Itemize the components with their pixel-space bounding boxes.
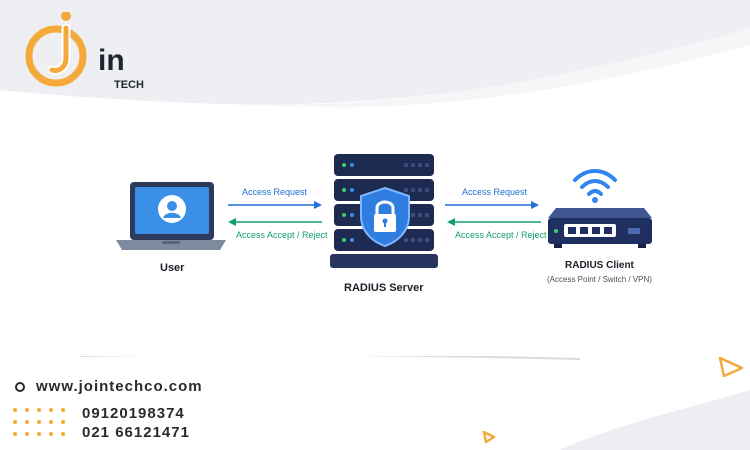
router-icon [548, 208, 652, 248]
left-response-label: Access Accept / Reject [236, 230, 328, 240]
logo-mark-icon [25, 11, 87, 87]
footer-background [0, 356, 750, 450]
logo-text: in [98, 44, 125, 77]
header-background [0, 0, 750, 108]
wifi-icon [573, 169, 617, 203]
left-request-label: Access Request [242, 187, 308, 197]
logo-subtext: TECH [114, 79, 144, 91]
client-label: RADIUS Client [565, 260, 634, 271]
user-label: User [160, 262, 185, 274]
right-request-arrow [445, 201, 539, 209]
user-avatar-icon [158, 195, 186, 223]
right-response-label: Access Accept / Reject [455, 230, 547, 240]
dot-grid-icon [13, 408, 65, 436]
website-link[interactable]: www.jointechco.com [36, 378, 203, 395]
phone-mobile[interactable]: 09120198374 [82, 405, 185, 422]
right-response-arrow [447, 218, 541, 226]
left-response-arrow [228, 218, 322, 226]
client-sublabel: (Access Point / Switch / VPN) [547, 275, 652, 284]
phone-landline[interactable]: 021 66121471 [82, 424, 190, 441]
server-label: RADIUS Server [344, 282, 424, 294]
web-bullet-icon [15, 382, 25, 392]
radius-diagram: User Access Request Access Accept / Reje… [0, 140, 750, 350]
left-request-arrow [228, 201, 322, 209]
right-request-label: Access Request [462, 187, 528, 197]
server-rack-icon [330, 154, 438, 268]
brand-logo: in TECH [22, 11, 144, 92]
lock-shield-icon [360, 186, 410, 248]
